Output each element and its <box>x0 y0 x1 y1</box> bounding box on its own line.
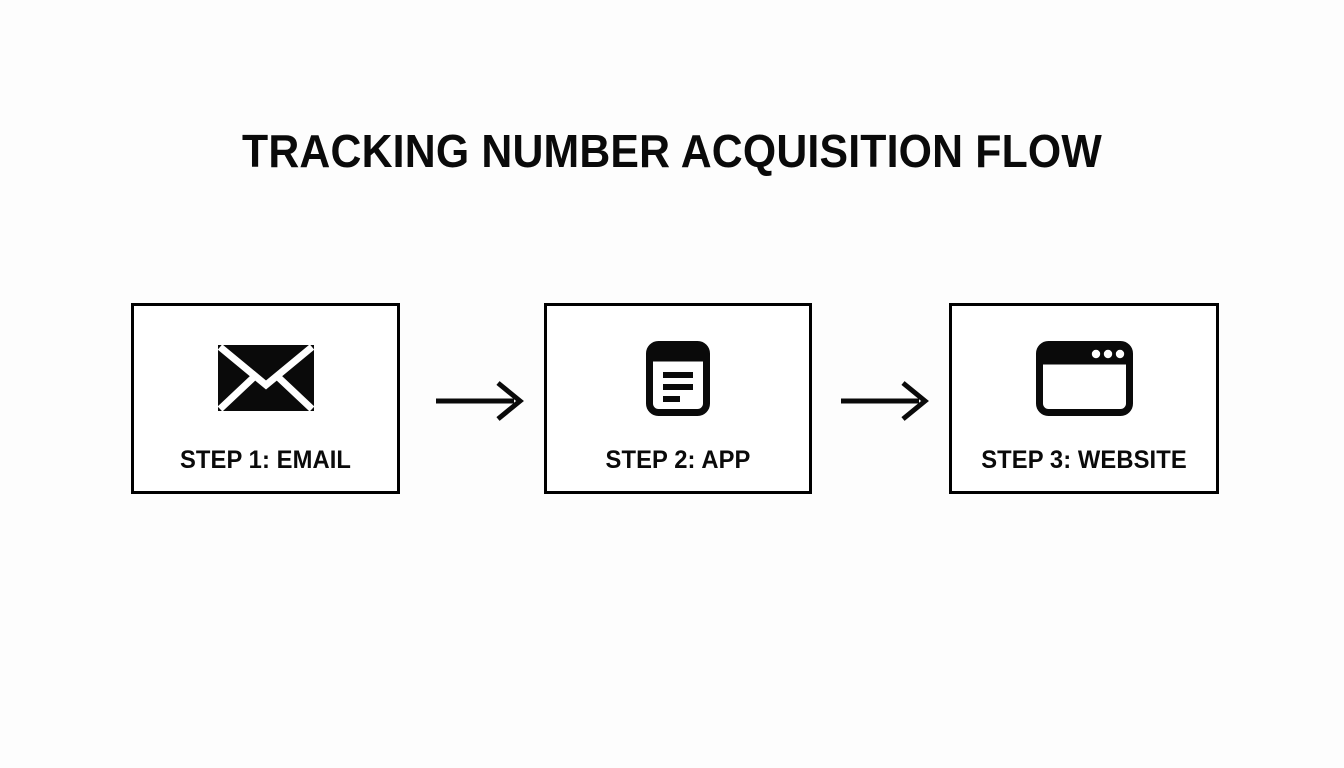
flow-step-icon-slot-2 <box>547 338 809 418</box>
flow-step-label-3: STEP 3: WEBSITE <box>981 446 1187 474</box>
arrow-right-icon <box>436 381 524 421</box>
envelope-icon <box>217 345 314 411</box>
flow-connector-arrow-2 <box>839 381 929 421</box>
flow-diagram: STEP 1: EMAIL STEP 2: APP <box>131 303 1219 495</box>
flow-step-card-2[interactable]: STEP 2: APP <box>544 303 812 494</box>
flow-step-label-2: STEP 2: APP <box>605 446 751 474</box>
flow-connector-arrow-1 <box>434 381 524 421</box>
page-title: TRACKING NUMBER ACQUISITION FLOW <box>242 125 1102 177</box>
flow-step-card-1[interactable]: STEP 1: EMAIL <box>131 303 400 494</box>
flow-step-icon-slot-3 <box>952 338 1216 418</box>
flow-step-card-3[interactable]: STEP 3: WEBSITE <box>949 303 1219 494</box>
mobile-app-document-icon <box>646 340 710 416</box>
arrow-right-icon <box>841 381 929 421</box>
browser-window-icon <box>1035 340 1133 416</box>
flow-step-label-1: STEP 1: EMAIL <box>179 446 352 474</box>
flow-step-icon-slot-1 <box>134 338 397 418</box>
